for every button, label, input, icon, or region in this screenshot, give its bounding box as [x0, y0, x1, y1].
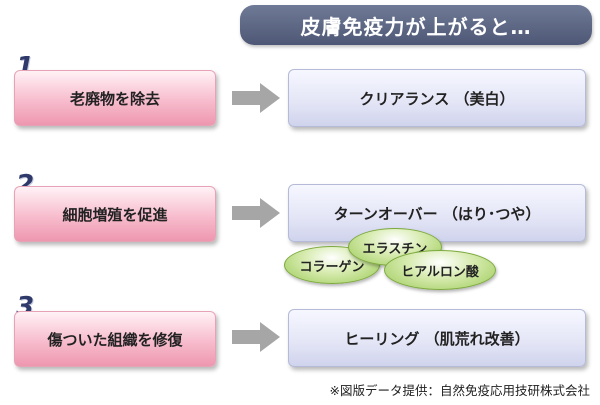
- effect-box-3: ヒーリング （肌荒れ改善）: [288, 309, 586, 367]
- cause-label: 細胞増殖を促進: [62, 205, 168, 224]
- effect-label: クリアランス （美白）: [359, 89, 515, 108]
- cause-box-2: 細胞増殖を促進: [14, 186, 216, 242]
- ingredient-label: コラーゲン: [299, 259, 365, 275]
- effect-box-1: クリアランス （美白）: [288, 69, 586, 127]
- cause-label: 老廃物を除去: [69, 89, 160, 108]
- cause-box-3: 傷ついた組織を修復: [14, 311, 216, 367]
- cause-box-1: 老廃物を除去: [14, 70, 216, 126]
- right-arrow-icon: [232, 83, 280, 113]
- effect-box-2: ターンオーバー （はり･つや）: [288, 184, 586, 242]
- header-banner: 皮膚免疫力が上がると…: [240, 5, 592, 45]
- effect-label: ターンオーバー （はり･つや）: [333, 204, 541, 223]
- effect-label: ヒーリング （肌荒れ改善）: [344, 329, 530, 348]
- image-credit: ※図版データ提供：自然免疫応用技研株式会社: [329, 383, 590, 398]
- banner-title: 皮膚免疫力が上がると…: [300, 14, 532, 39]
- cause-label: 傷ついた組織を修復: [47, 330, 183, 349]
- right-arrow-icon: [232, 198, 280, 228]
- ingredient-oval-hyaluronic-acid: ヒアルロン酸: [384, 250, 496, 290]
- ingredient-label: ヒアルロン酸: [401, 264, 479, 280]
- right-arrow-icon: [232, 322, 280, 352]
